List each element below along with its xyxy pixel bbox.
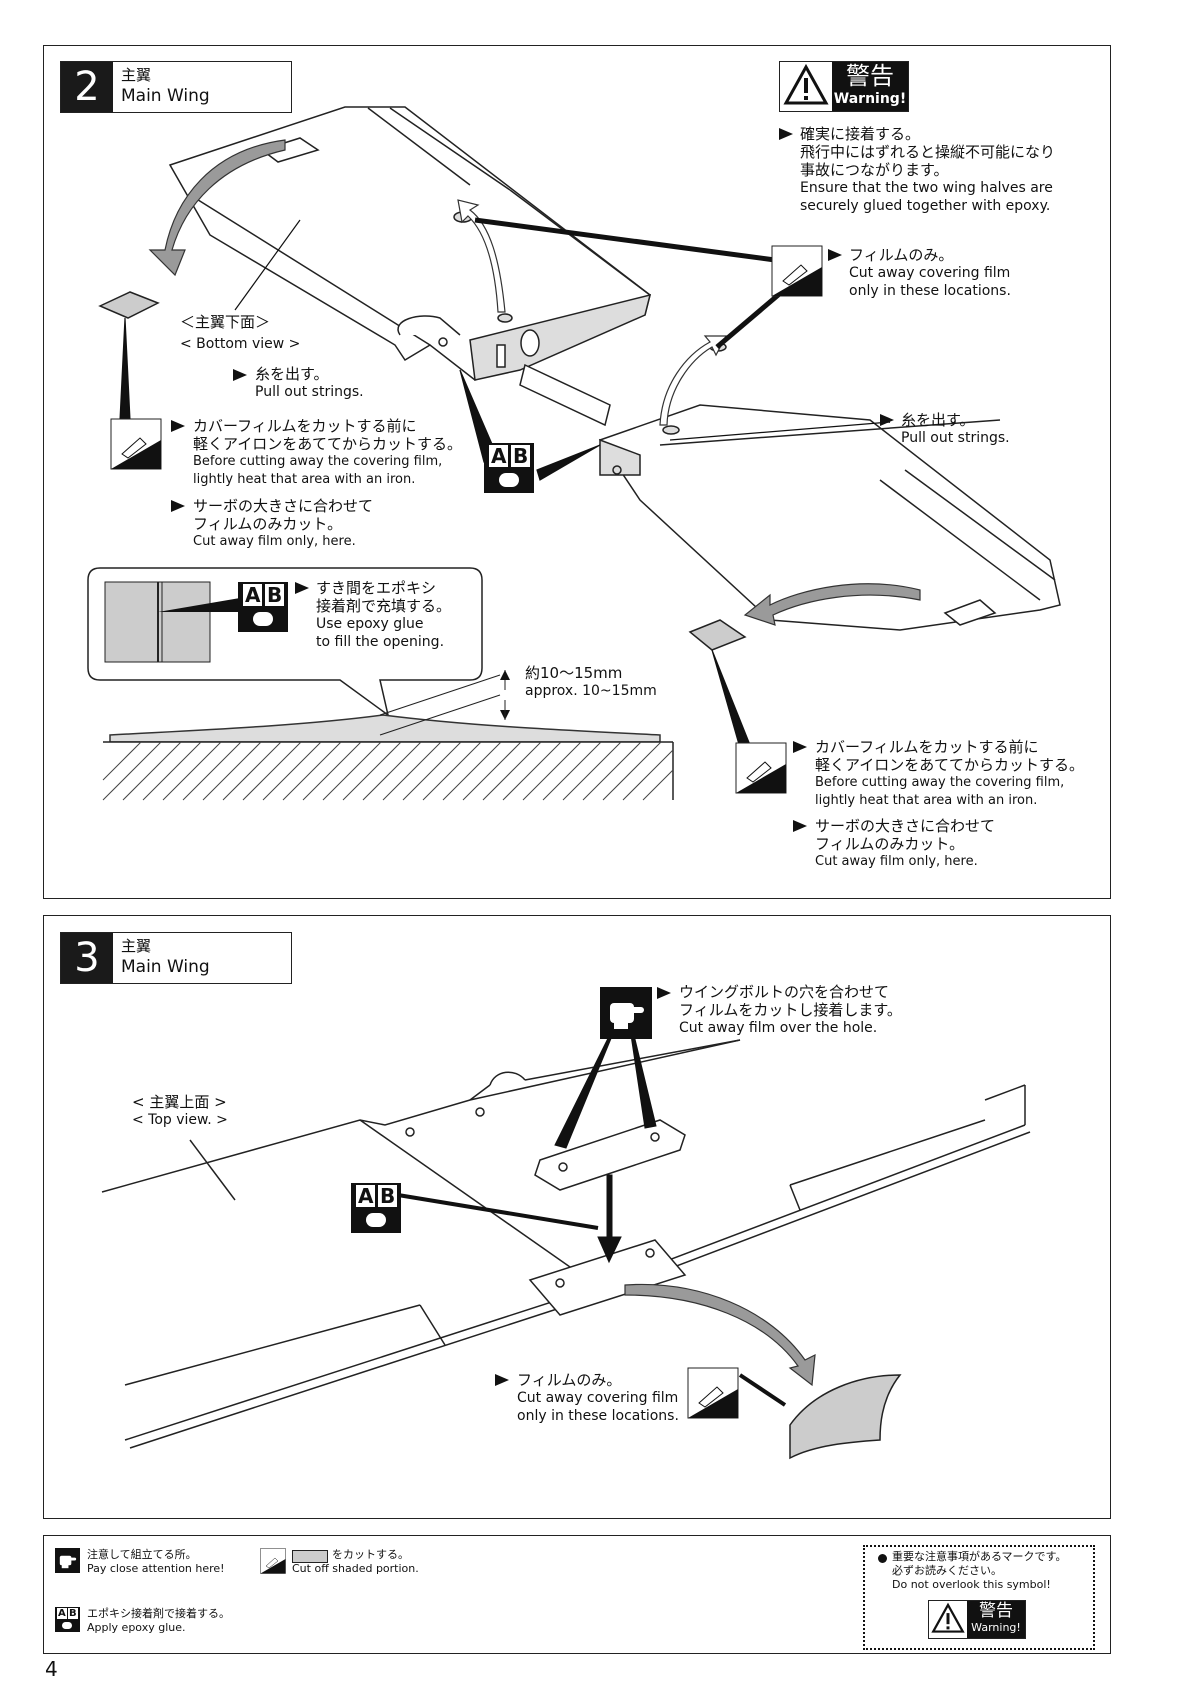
legend-panel xyxy=(43,1535,1111,1654)
left-wing-root xyxy=(469,293,652,381)
step2-title-en: Main Wing xyxy=(121,86,210,106)
warning-label-jp: 警告 xyxy=(846,62,894,90)
film-only-step3-note: フィルムのみ。 Cut away covering film only in t… xyxy=(517,1371,679,1424)
right-wing-outline xyxy=(598,404,1061,631)
cut-film-icon xyxy=(260,1548,286,1574)
dihedral-wing xyxy=(109,714,661,743)
step3-number: 3 xyxy=(61,933,113,983)
warning-note: 確実に接着する。 飛行中にはずれると操縦不可能になり 事故につながります。 En… xyxy=(800,125,1056,214)
bottom-view-label: ＜主翼下面＞ < Bottom view > xyxy=(180,313,301,352)
dihedral-note: 約10～15mm approx. 10~15mm xyxy=(525,664,657,699)
step3-title-jp: 主翼 xyxy=(121,937,152,955)
epoxy-ab-icon: A B xyxy=(238,582,288,632)
wing-joiner xyxy=(519,363,611,427)
epoxy-ab-icon: A B xyxy=(484,443,534,493)
pointer-icon xyxy=(657,987,671,999)
cut-film-icon xyxy=(771,245,823,297)
pointer-icon xyxy=(171,500,185,512)
warning-badge: 警告 Warning! xyxy=(779,61,909,112)
step2-panel xyxy=(43,45,1111,899)
important-symbol-box xyxy=(863,1545,1095,1650)
step2-number: 2 xyxy=(61,62,113,112)
legend-epoxy: エポキシ接着剤で接着する。 Apply epoxy glue. xyxy=(87,1607,230,1634)
step3-title-en: Main Wing xyxy=(121,957,210,977)
pointer-icon xyxy=(295,582,309,594)
legend-important: 重要な注意事項があるマークです。 必ずお読みください。 Do not overl… xyxy=(892,1550,1067,1591)
shaded-swatch xyxy=(292,1550,328,1563)
legend-attention: 注意して組立てる所。 Pay close attention here! xyxy=(87,1548,225,1575)
servo-cut-right-note: サーボの大きさに合わせて フィルムのみカット。 Cut away film on… xyxy=(815,817,996,869)
warning-label-en: Warning! xyxy=(833,91,907,107)
wing-bolt-plate xyxy=(534,1119,686,1191)
legend-warning-badge: 警告 Warning! xyxy=(928,1600,1026,1639)
epoxy-ab-icon: A B xyxy=(55,1607,80,1632)
pointer-icon xyxy=(793,741,807,753)
servo-cut-left-note: サーボの大きさに合わせて フィルムのみカット。 Cut away film on… xyxy=(193,497,374,549)
epoxy-ab-icon: A B xyxy=(351,1183,401,1233)
pointer-icon xyxy=(828,249,842,261)
attention-hand-icon xyxy=(600,987,652,1039)
pointer-icon xyxy=(495,1374,509,1386)
step3-header: 3 主翼 Main Wing xyxy=(60,932,292,984)
page-number: 4 xyxy=(45,1657,58,1681)
wing-top-outline xyxy=(101,1039,741,1193)
step2-diagram xyxy=(87,106,1061,801)
surface-hatching xyxy=(102,741,674,801)
pointer-icon xyxy=(171,420,185,432)
step2-title-jp: 主翼 xyxy=(121,66,152,84)
cut-film-icon xyxy=(687,1367,739,1419)
legend-cut: をカットする。 Cut off shaded portion. xyxy=(292,1548,419,1575)
bolt-hole-note: ウイングボルトの穴を合わせて フィルムをカットし接着します。 Cut away … xyxy=(679,983,902,1036)
top-view-label: < 主翼上面 > < Top view. > xyxy=(132,1093,228,1128)
cut-film-icon xyxy=(735,742,787,794)
warning-triangle-icon xyxy=(931,1602,965,1633)
epoxy-fill-note: すき間をエポキシ 接着剤で充填する。 Use epoxy glue to fil… xyxy=(316,579,452,650)
film-only-note: フィルムのみ。 Cut away covering film only in t… xyxy=(849,246,1011,299)
pointer-icon xyxy=(233,369,247,381)
step2-header: 2 主翼 Main Wing xyxy=(60,61,292,113)
step3-panel xyxy=(43,915,1111,1519)
heat-iron-left-note: カバーフィルムをカットする前に 軽くアイロンをあててからカットする。 Befor… xyxy=(193,417,462,487)
warning-triangle-icon xyxy=(783,63,829,105)
heat-iron-right-note: カバーフィルムをカットする前に 軽くアイロンをあててからカットする。 Befor… xyxy=(815,738,1084,808)
pull-strings-left-note: 糸を出す。 Pull out strings. xyxy=(255,365,364,400)
pointer-icon xyxy=(880,414,894,426)
pointer-icon xyxy=(779,128,793,140)
pull-strings-right-note: 糸を出す。 Pull out strings. xyxy=(901,411,1010,446)
pointer-icon xyxy=(793,820,807,832)
cut-film-icon xyxy=(110,418,162,470)
attention-hand-icon xyxy=(55,1548,80,1573)
step3-diagram xyxy=(101,1001,1031,1460)
bullet-dot xyxy=(878,1554,887,1563)
